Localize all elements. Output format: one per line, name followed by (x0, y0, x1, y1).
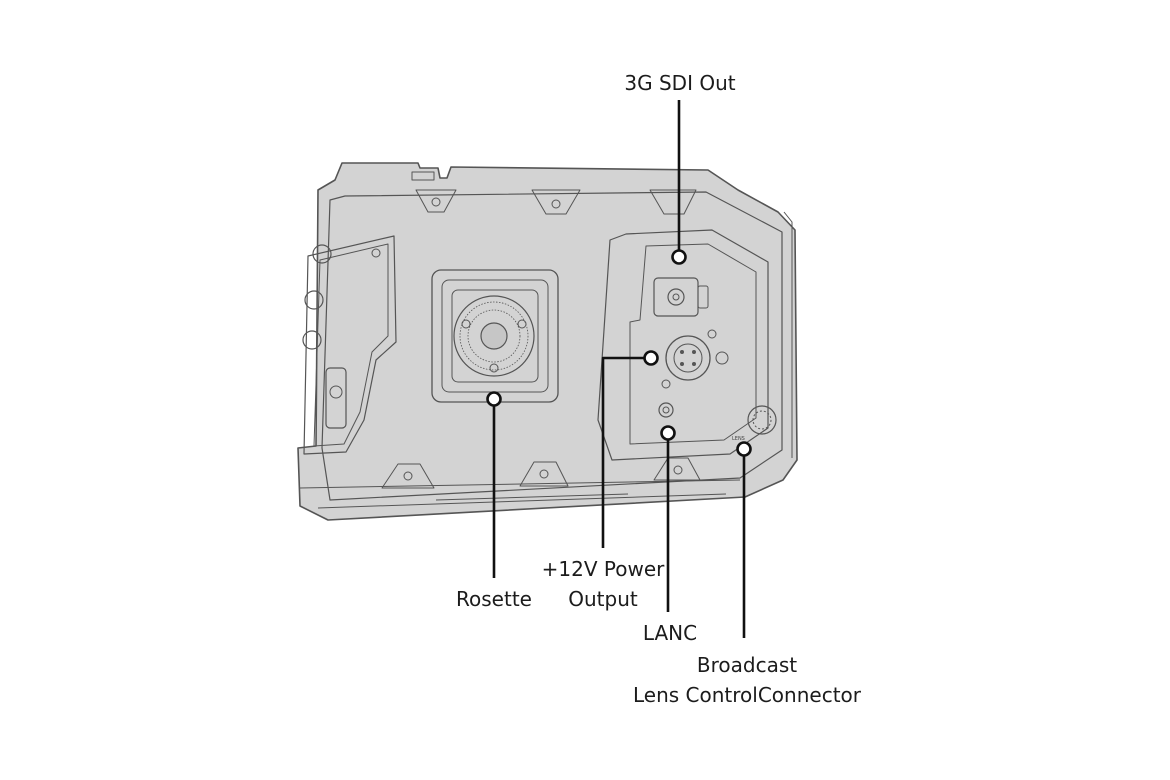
callout-dot-power (643, 350, 659, 366)
label-12v-power-output: +12V Power Output (518, 554, 688, 614)
label-line: Broadcast (696, 653, 798, 677)
label-line: 3G SDI Out (624, 71, 736, 95)
label-line: Rosette (456, 587, 532, 611)
label-line: Output (568, 587, 638, 611)
label-broadcast-lens-control-connector: Broadcast Lens ControlConnector (612, 650, 882, 710)
label-line: LANC (642, 621, 698, 645)
callout-dot-lens (736, 441, 752, 457)
callout-dot-sdi (671, 249, 687, 265)
leader-lines (492, 100, 746, 638)
leader-line-power (601, 356, 645, 548)
label-3g-sdi-out: 3G SDI Out (580, 68, 780, 98)
callout-dot-rosette (486, 391, 502, 407)
label-rosette: Rosette (434, 584, 554, 614)
label-line: Lens ControlConnector (633, 683, 861, 707)
callout-dot-lanc (660, 425, 676, 441)
label-lanc: LANC (620, 618, 720, 648)
lens-marking: LENS (732, 436, 745, 442)
callout-points (486, 249, 752, 457)
label-line: +12V Power (541, 557, 665, 581)
camera-body: LENS (297, 162, 798, 521)
